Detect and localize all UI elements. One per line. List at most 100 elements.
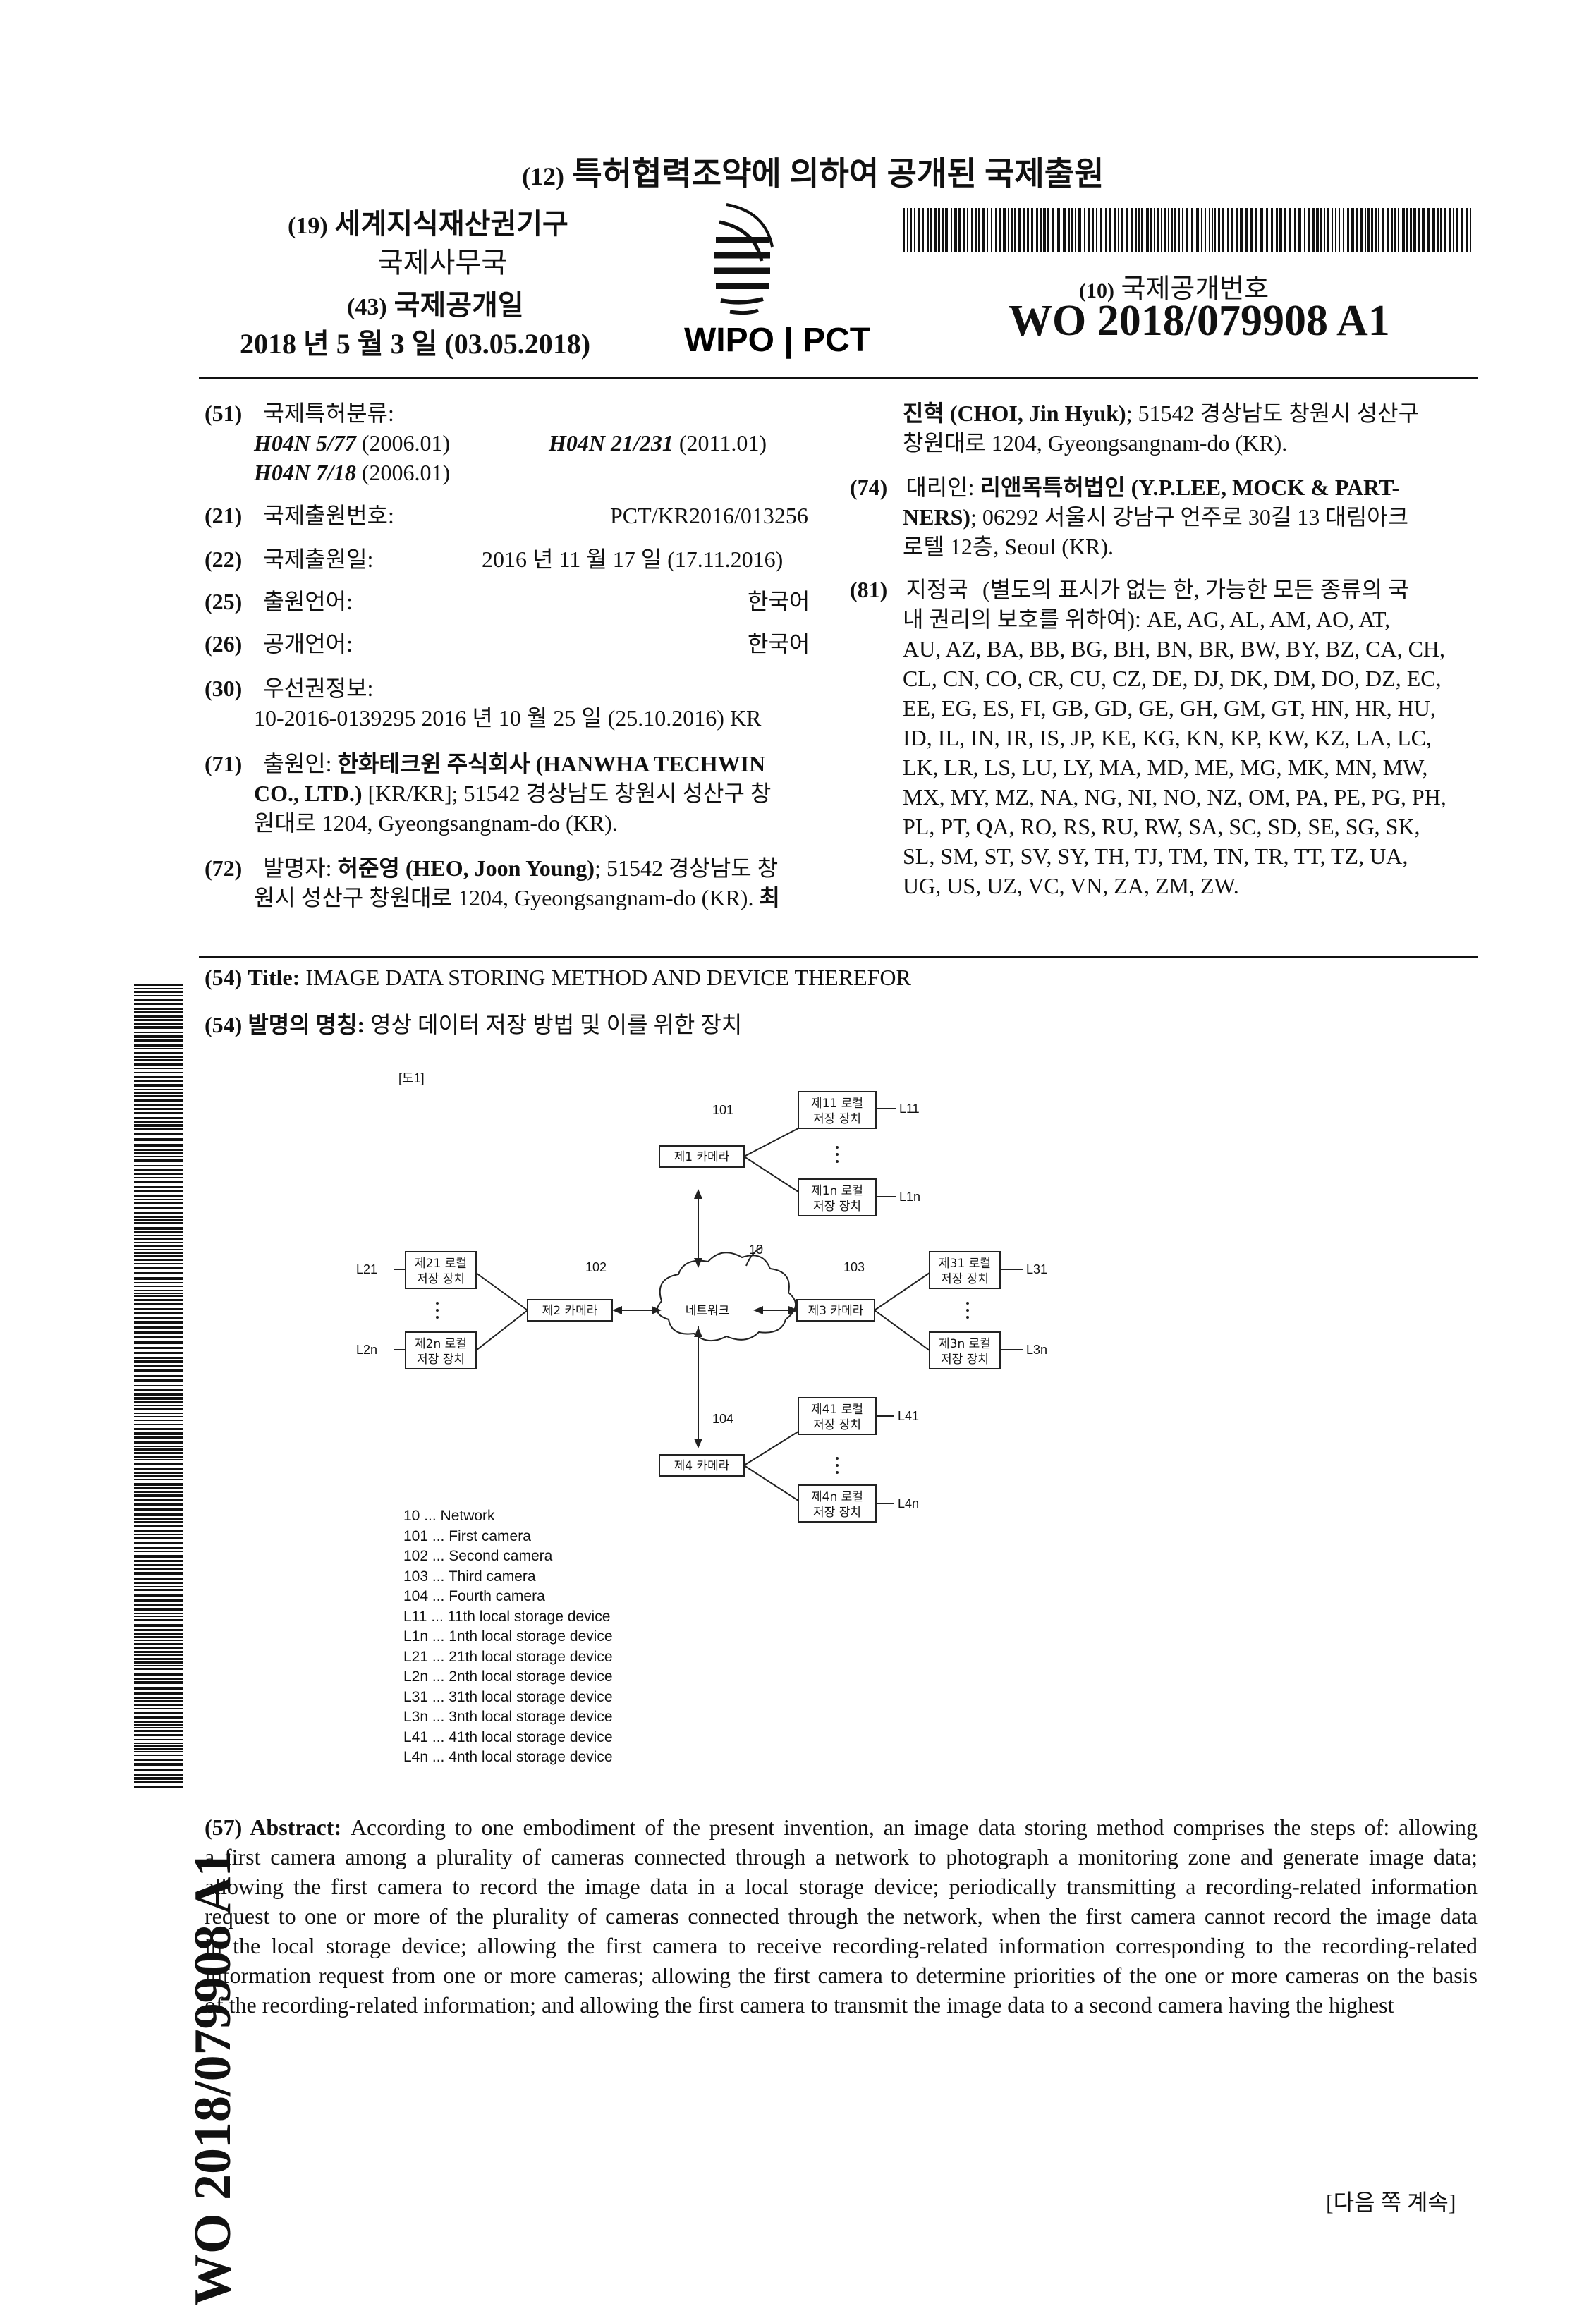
designated-states-line: EE, EG, ES, FI, GB, GD, GE, GH, GM, GT, … [903, 695, 1436, 721]
agent-line-2: NERS); 06292 서울시 강남구 언주로 30길 13 대림아크 [903, 504, 1409, 530]
camera-2-box [527, 1299, 613, 1322]
applicant-line-2: CO., LTD.) [KR/KR]; 51542 경상남도 창원시 성산구 창 [254, 781, 772, 806]
legend-entry: 10 ... Network [403, 1508, 495, 1524]
filing-language: 한국어 [748, 589, 810, 614]
abstract-line: request to one or more of the plurality … [205, 1903, 1478, 1929]
abstract: (57) Abstract: According to one embodime… [205, 1812, 1478, 2020]
abstract-num: (57) [205, 1814, 250, 1840]
field-72: (72) 발명자: 허준영 (HEO, Joon Young); 51542 경… [205, 855, 779, 881]
designated-states-line: (별도의 표시가 없는 한, 가능한 모든 종류의 국 [982, 577, 1409, 602]
legend-entry: L21 ... 21th local storage device [403, 1648, 613, 1665]
designated-states-line: ID, IL, IN, IR, IS, JP, KE, KG, KN, KP, … [903, 725, 1432, 750]
network-cloud-icon [656, 1252, 796, 1341]
legend-entry: L2n ... 2nth local storage device [403, 1669, 613, 1685]
filing-date: 2016 년 11 월 17 일 (17.11.2016) [482, 547, 784, 572]
publication-date-value: 2018 년 5 월 3 일 (03.05.2018) [240, 328, 591, 360]
figure-1: 제1 카메라 제2 카메라 제3 카메라 제4 카메라 네트워크 제11 로컬 … [356, 1071, 1047, 1523]
designated-states-line: LK, LR, LS, LU, LY, MA, MD, ME, MG, MK, … [903, 755, 1428, 780]
storage-41-box [798, 1397, 877, 1435]
storage-21-label-b: 저장 장치 [417, 1272, 465, 1286]
ipc-2: H04N 21/231 (2011.01) [549, 430, 767, 456]
storage-3n-box [929, 1331, 1001, 1369]
abstract-line: information request from one or more cam… [205, 1963, 1478, 1988]
field-74: (74) 대리인: 리앤목특허법인 (Y.P.LEE, MOCK & PART- [850, 475, 1400, 500]
agent-line-3: 로텔 12층, Seoul (KR). [903, 534, 1114, 559]
storage-4n-ref: L4n [898, 1496, 919, 1511]
storage-31-label-b: 저장 장치 [941, 1272, 989, 1286]
field-30: (30) 우선권정보: [205, 676, 374, 701]
abstract-line: (57) Abstract: According to one embodime… [205, 1814, 1478, 1840]
storage-41-ref: L41 [898, 1409, 919, 1423]
storage-2n-ref: L2n [356, 1343, 377, 1357]
storage-11-label-a: 제11 로컬 [811, 1097, 863, 1111]
camera-4-box [659, 1454, 745, 1477]
storage-31-box [929, 1251, 1001, 1289]
title-rule [199, 956, 1478, 958]
publication-date-label: (43) 국제공개일 [347, 289, 524, 321]
legend-entry: L1n ... 1nth local storage device [403, 1628, 613, 1645]
storage-21-label-a: 제21 로컬 [415, 1257, 467, 1271]
abstract-label: Abstract: [250, 1814, 351, 1840]
header-rule [199, 377, 1478, 379]
title-english: (54) Title: IMAGE DATA STORING METHOD AN… [205, 965, 911, 990]
storage-1n-label-b: 저장 장치 [813, 1200, 861, 1214]
storage-3n-label-a: 제3n 로컬 [939, 1337, 991, 1351]
inventor-line-2: 원시 성산구 창원대로 1204, Gyeongsangnam-do (KR).… [254, 885, 780, 910]
inventor-continued-1: 진혁 (CHOI, Jin Hyuk); 51542 경상남도 창원시 성산구 [903, 401, 1420, 426]
storage-11-ref: L11 [899, 1102, 920, 1116]
legend-entry: 102 ... Second camera [403, 1548, 553, 1564]
storage-2n-label-b: 저장 장치 [417, 1353, 465, 1367]
publication-language: 한국어 [748, 631, 810, 657]
storage-1n-label-a: 제1n 로컬 [811, 1184, 863, 1198]
abstract-line: of the recording-related information; an… [205, 1992, 1394, 2018]
storage-21-ref: L21 [356, 1262, 377, 1276]
designated-states-line: SL, SM, ST, SV, SY, TH, TJ, TM, TN, TR, … [903, 843, 1408, 869]
storage-3n-label-b: 저장 장치 [941, 1353, 989, 1367]
side-barcode-icon [134, 984, 183, 1788]
designated-states-line: 내 권리의 보호를 위하여): AE, AG, AL, AM, AO, AT, [903, 606, 1391, 632]
designated-states-line: CL, CN, CO, CR, CU, CZ, DE, DJ, DK, DM, … [903, 666, 1442, 691]
abstract-line: in the local storage device; allowing th… [205, 1933, 1478, 1958]
designated-states-line: PL, PT, QA, RO, RS, RU, RW, SA, SC, SD, … [903, 814, 1420, 839]
legend-entry: L31 ... 31th local storage device [403, 1688, 613, 1705]
network-label: 네트워크 [686, 1304, 730, 1318]
organization-sub: 국제사무국 [377, 247, 507, 279]
storage-21-box [405, 1251, 477, 1289]
network-ref: 10 [749, 1243, 763, 1257]
abstract-line: allowing the first camera to record the … [205, 1874, 1478, 1899]
legend-entry: 101 ... First camera [403, 1527, 531, 1544]
storage-2n-box [405, 1331, 477, 1369]
storage-11-box [798, 1091, 877, 1129]
publication-number: WO 2018/079908 A1 [1009, 297, 1390, 345]
camera-2-ref: 102 [585, 1260, 607, 1274]
camera-1-box [659, 1145, 745, 1168]
legend-entry: 103 ... Third camera [403, 1568, 536, 1585]
designated-states-line: MX, MY, MZ, NA, NG, NI, NO, NZ, OM, PA, … [903, 784, 1446, 810]
camera-2-label: 제2 카메라 [542, 1304, 598, 1318]
storage-31-label-a: 제31 로컬 [939, 1257, 991, 1271]
field-81: (81) 지정국 [850, 577, 968, 602]
storage-3n-ref: L3n [1026, 1343, 1047, 1357]
storage-1n-ref: L1n [899, 1190, 920, 1204]
wipo-logo: WIPO | PCT [684, 203, 870, 359]
storage-41-label-a: 제41 로컬 [811, 1403, 863, 1417]
camera-1-ref: 101 [712, 1103, 733, 1117]
legend-entry: L11 ... 11th local storage device [403, 1608, 611, 1625]
document-type-heading: (12) 특허협력조약에 의하여 공개된 국제출원 [522, 156, 1104, 192]
storage-11-label-b: 저장 장치 [813, 1112, 861, 1126]
field-22: (22) 국제출원일: [205, 547, 374, 572]
designated-states-line: UG, US, UZ, VC, VN, ZA, ZM, ZW. [903, 873, 1239, 898]
ipc-1: H04N 5/77 (2006.01) [254, 430, 451, 456]
top-barcode-icon [903, 208, 1471, 252]
camera-4-label: 제4 카메라 [674, 1459, 730, 1473]
field-51: (51) 국제특허분류: [205, 401, 394, 426]
title-korean: (54) 발명의 명칭: 영상 데이터 저장 방법 및 이를 위한 장치 [205, 1012, 743, 1037]
figure-legend: 10 ... Network 101 ... First camera 102 ..… [403, 1506, 613, 1768]
abstract-line: a first camera among a plurality of came… [205, 1844, 1478, 1869]
storage-1n-box [798, 1178, 877, 1216]
field-71: (71) 출원인: 한화테크윈 주식회사 (HANWHA TECHWIN [205, 751, 766, 776]
storage-4n-label-a: 제4n 로컬 [811, 1490, 863, 1504]
application-number: PCT/KR2016/013256 [610, 503, 808, 528]
wipo-emblem-icon [714, 203, 774, 315]
applicant-line-3: 원대로 1204, Gyeongsangnam-do (KR). [254, 810, 618, 836]
